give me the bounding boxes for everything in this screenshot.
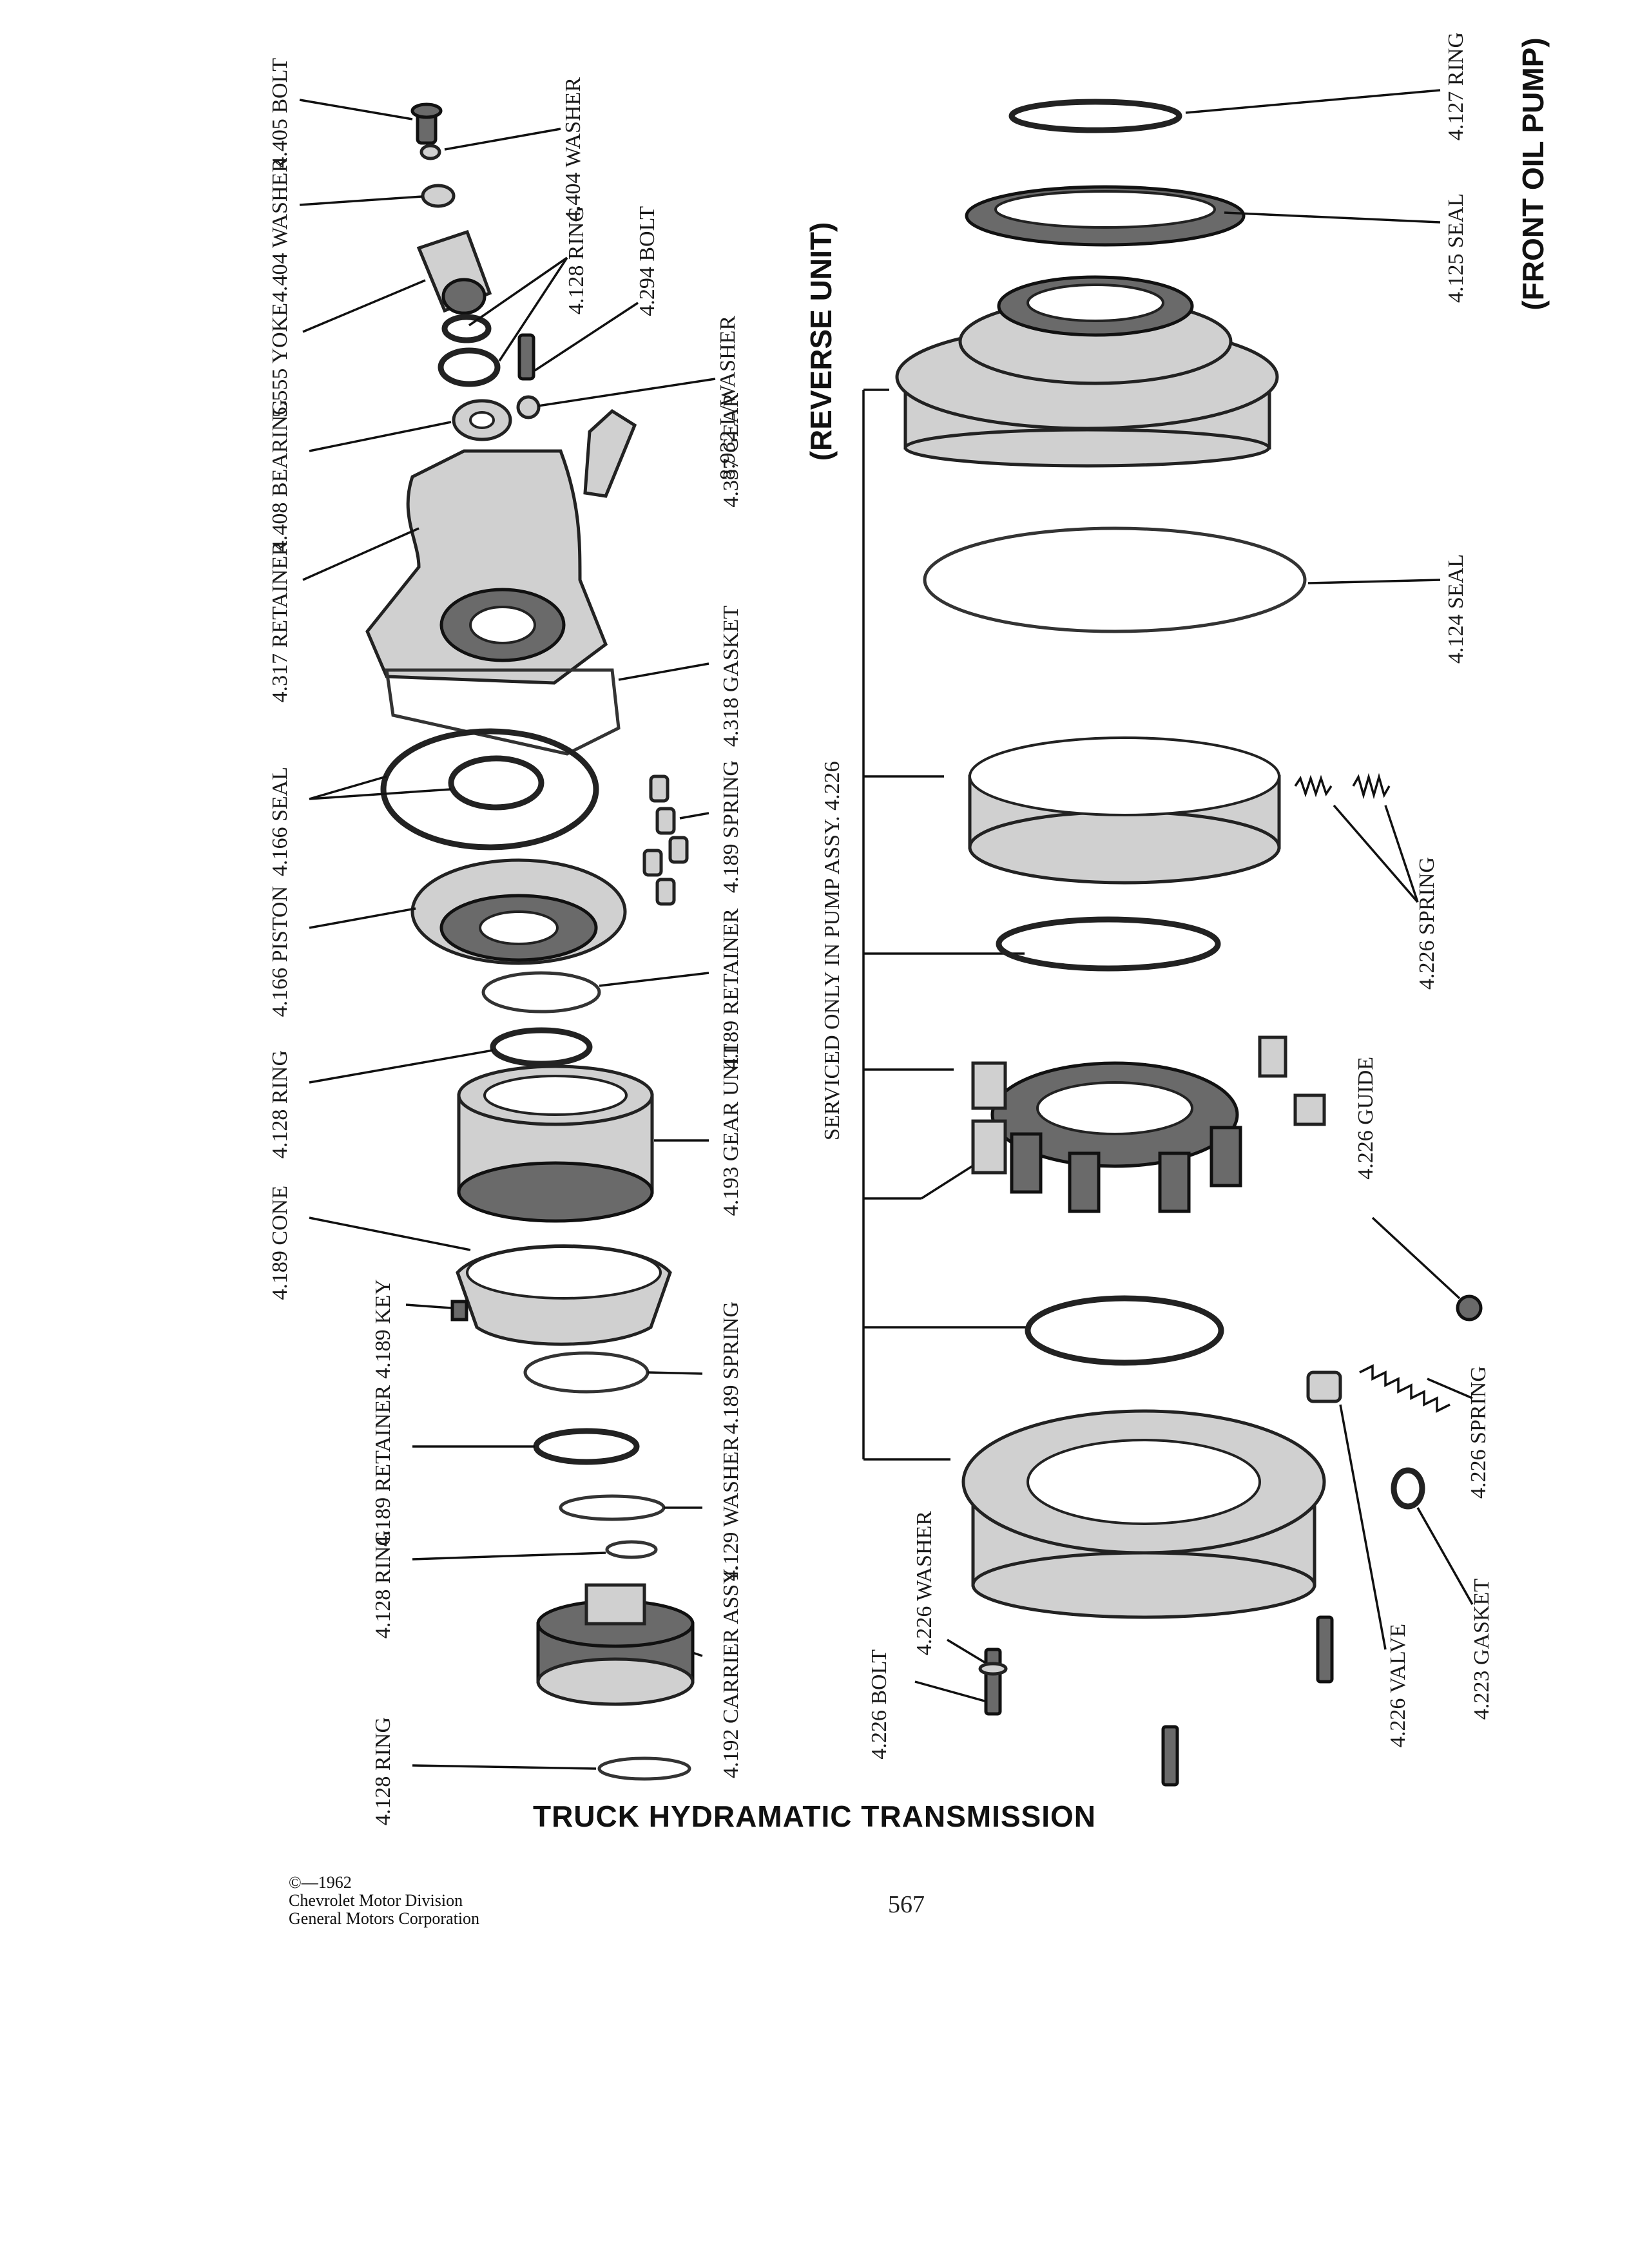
gasket-4223-part	[1391, 1467, 1425, 1510]
label-retainer-4189-a: 4.189 RETAINER	[719, 908, 743, 1070]
footer-copyright: ©—1962	[289, 1873, 352, 1892]
bolt-4226-part-b	[1161, 1725, 1179, 1787]
label-gear-unit-4193: 4.193 GEAR UNIT	[719, 1044, 743, 1216]
ring-4128-part-e	[597, 1756, 691, 1781]
pump-housing-part	[961, 1409, 1326, 1619]
label-spring-4189-b: 4.189 SPRING	[719, 1302, 743, 1434]
reverse-cage-part	[971, 1035, 1326, 1213]
label-bearing-4408: 4.408 BEARING	[268, 399, 292, 552]
reverse-ring-part-a	[996, 916, 1221, 972]
label-seal-4125: 4.125 SEAL	[1444, 193, 1468, 303]
bolt-4294-part	[517, 333, 535, 381]
bolt-4226-part-a	[984, 1648, 1002, 1716]
washer-4226-part	[978, 1662, 1008, 1676]
footer-credit: ©—1962 Chevrolet Motor Division General …	[289, 1874, 479, 1928]
service-bracket: SERVICED ONLY IN PUMP ASSY. 4.226	[820, 389, 1031, 1461]
bracket-note: SERVICED ONLY IN PUMP ASSY. 4.226	[820, 761, 844, 1140]
ring-4128-part-c	[490, 1027, 593, 1067]
label-ring-4128-b: 4.128 RING	[268, 1050, 292, 1158]
reverse-ring-part-b	[1025, 1295, 1224, 1366]
left-parts-column	[365, 102, 695, 1781]
label-guide-4226: 4.226 GUIDE	[1354, 1057, 1378, 1180]
front-oil-pump-heading: (FRONT OIL PUMP)	[1516, 37, 1550, 310]
label-washer-4404-a: 4.404 WASHER	[561, 77, 585, 222]
label-carrier-4192: 4.192 CARRIER ASSY.	[719, 1566, 743, 1778]
gear-4337-part	[583, 408, 637, 498]
label-lwasher-8932: 8.932 L/WASHER	[716, 316, 740, 480]
bolt-4226-part-c	[1316, 1615, 1334, 1684]
ring-4127-part	[1008, 99, 1182, 133]
label-spring-4226-a: 4.226 SPRING	[1415, 857, 1439, 990]
label-retainer-4189-b: 4.189 RETAINER	[371, 1385, 395, 1547]
key-4189-part	[450, 1300, 468, 1321]
right-labels: 4.127 RING 4.125 SEAL 4.124 SEAL 4.226 S…	[867, 32, 1494, 1760]
carrier-4192-part	[536, 1583, 695, 1706]
washer-4129-part	[559, 1494, 666, 1521]
ring-4128-part-d	[605, 1540, 658, 1559]
gear-unit-4193-part	[457, 1064, 654, 1223]
page-number: 567	[888, 1891, 925, 1918]
label-retainer-4317: 4.317 RETAINER	[268, 541, 292, 703]
guide-4226-part	[1456, 1294, 1483, 1321]
label-spring-4226-b: 4.226 SPRING	[1467, 1366, 1490, 1499]
label-bolt-4294: 4.294 BOLT	[635, 206, 659, 316]
label-seal-4166: 4.166 SEAL	[268, 767, 292, 876]
left-leader-lines	[299, 99, 716, 1770]
retainer-4189-part-a	[481, 971, 601, 1014]
label-bolt-4405: 4.405 BOLT	[268, 58, 292, 168]
seal-4166-part-inner	[448, 755, 545, 811]
label-cone-4189: 4.189 CONE	[268, 1186, 292, 1300]
spring-4189-part-b	[523, 1351, 650, 1394]
label-gear-4337: 4.337 GEAR	[719, 393, 743, 508]
reverse-unit-heading: (REVERSE UNIT)	[804, 222, 838, 461]
front-pump-body-part	[895, 275, 1279, 468]
seal-4166-part-outer	[380, 728, 599, 850]
spring-4226-parts-a	[1294, 773, 1391, 800]
label-washer-4129: 4.129 WASHER	[719, 1437, 743, 1581]
label-washer-4226: 4.226 WASHER	[912, 1511, 936, 1655]
label-ring-4128-c: 4.128 RING	[371, 1530, 395, 1639]
label-ring-4128-a: 4.128 RING	[564, 206, 588, 314]
lwasher-8932-part	[516, 395, 541, 419]
left-labels: 4.405 BOLT 4.404 WASHER 4.404 WASHER 5.5…	[268, 58, 743, 1825]
label-seal-4124: 4.124 SEAL	[1444, 554, 1468, 664]
ring-4128-part-b	[438, 347, 501, 387]
spring-4226-part-b	[1359, 1364, 1451, 1413]
washer-4404-part-a	[419, 144, 441, 160]
label-yoke-5555: 5.555 YOKE	[268, 303, 292, 418]
gasket-4318-part	[385, 668, 621, 756]
right-parts-column	[895, 99, 1483, 1787]
label-piston-4166: 4.166 PISTON	[268, 886, 292, 1017]
label-ring-4128-d: 4.128 RING	[371, 1717, 395, 1825]
label-valve-4226: 4.226 VALVE	[1386, 1624, 1410, 1747]
label-gasket-4223: 4.223 GASKET	[1470, 1579, 1494, 1720]
valve-4226-part	[1306, 1370, 1342, 1403]
label-ring-4127: 4.127 RING	[1444, 32, 1468, 140]
label-key-4189: 4.189 KEY	[371, 1279, 395, 1379]
page-title: TRUCK HYDRAMATIC TRANSMISSION	[532, 1800, 1096, 1833]
reverse-band-part	[968, 736, 1281, 885]
footer-corporation: General Motors Corporation	[289, 1909, 480, 1928]
washer-4404-part-b	[421, 184, 456, 208]
label-spring-4189-a: 4.189 SPRING	[719, 760, 743, 893]
spring-4189-parts-a	[642, 774, 689, 906]
ring-4128-part-a	[441, 314, 492, 343]
right-leader-lines	[914, 89, 1474, 1702]
label-gasket-4318: 4.318 GASKET	[719, 606, 743, 747]
label-washer-4404-b: 4.404 WASHER	[268, 158, 292, 302]
footer-division: Chevrolet Motor Division	[289, 1891, 463, 1910]
label-bolt-4226: 4.226 BOLT	[867, 1649, 891, 1760]
seal-4124-part	[923, 526, 1307, 633]
retainer-4189-part-b	[533, 1428, 640, 1465]
